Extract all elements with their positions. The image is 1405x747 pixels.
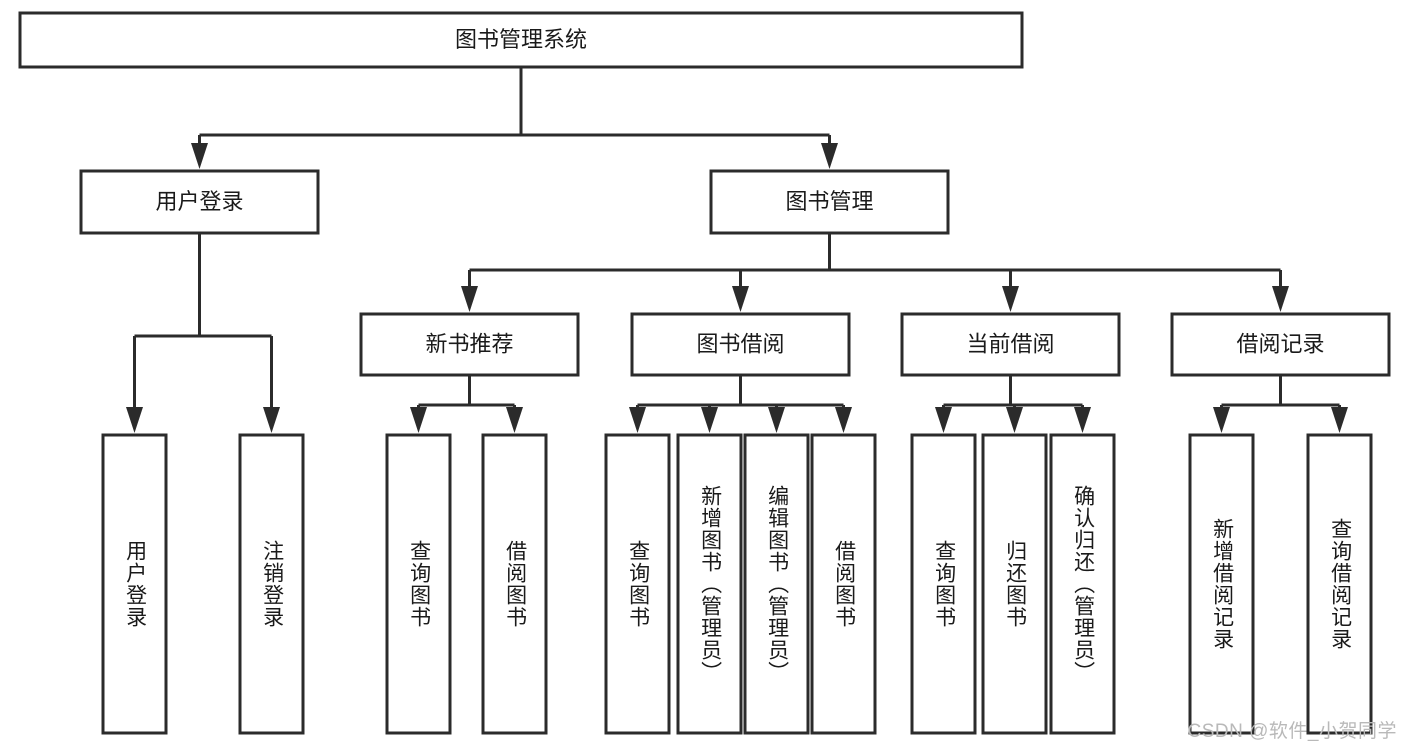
node-leaf-query-record[interactable] <box>1306 433 1373 735</box>
connector-group <box>191 67 838 169</box>
node-root-root[interactable]: 图书管理系统 <box>18 11 1024 69</box>
node-leaf-query-book-2[interactable] <box>604 433 671 735</box>
node-label: 图书管理 <box>785 189 873 214</box>
arrow-head-icon <box>506 407 523 433</box>
arrow-head-icon <box>768 407 785 433</box>
arrow-head-icon <box>629 407 646 433</box>
connector-group <box>126 233 280 433</box>
node-current-borrow[interactable]: 当前借阅 <box>900 312 1121 377</box>
connectors-layer <box>126 67 1348 433</box>
connector-group <box>461 233 1289 312</box>
node-label: 图书管理系统 <box>455 27 587 52</box>
arrow-head-icon <box>1213 407 1230 433</box>
node-leaf-add-book[interactable] <box>676 433 743 735</box>
connector-group <box>629 375 852 433</box>
node-label: 当前借阅 <box>966 331 1054 356</box>
node-book-borrow[interactable]: 图书借阅 <box>630 312 851 377</box>
arrow-head-icon <box>1002 286 1019 312</box>
node-leaf-confirm-return[interactable] <box>1049 433 1116 735</box>
node-label: 用户登录 <box>155 189 243 214</box>
node-leaf-add-record[interactable] <box>1188 433 1255 735</box>
arrow-head-icon <box>1006 407 1023 433</box>
node-leaf-query-book-1[interactable] <box>385 433 452 735</box>
node-label: 图书借阅 <box>696 331 784 356</box>
watermark-text: CSDN @软件_小贺同学 <box>1187 721 1397 742</box>
connector-group <box>410 375 523 433</box>
arrow-head-icon <box>410 407 427 433</box>
arrow-head-icon <box>1074 407 1091 433</box>
arrow-head-icon <box>732 286 749 312</box>
connector-group <box>935 375 1091 433</box>
arrow-head-icon <box>461 286 478 312</box>
connector-group <box>1213 375 1348 433</box>
arrow-head-icon <box>1272 286 1289 312</box>
arrow-head-icon <box>935 407 952 433</box>
node-leaf-borrow-book-1[interactable] <box>481 433 548 735</box>
arrow-head-icon <box>701 407 718 433</box>
arrow-head-icon <box>1331 407 1348 433</box>
arrow-head-icon <box>835 407 852 433</box>
arrow-head-icon <box>821 143 838 169</box>
arrow-head-icon <box>191 143 208 169</box>
arrow-head-icon <box>263 407 280 433</box>
node-leaf-edit-book[interactable] <box>743 433 810 735</box>
node-leaf-query-book-3[interactable] <box>910 433 977 735</box>
node-borrow-record[interactable]: 借阅记录 <box>1170 312 1391 377</box>
arrow-head-icon <box>126 407 143 433</box>
node-leaf-logout[interactable] <box>238 433 305 735</box>
node-leaf-user-login[interactable] <box>101 433 168 735</box>
node-leaf-borrow-book-2[interactable] <box>810 433 877 735</box>
node-new-book-recommend[interactable]: 新书推荐 <box>359 312 580 377</box>
node-leaf-return-book[interactable] <box>981 433 1048 735</box>
node-label: 借阅记录 <box>1236 331 1324 356</box>
node-label: 新书推荐 <box>425 331 513 356</box>
node-book-management[interactable]: 图书管理 <box>709 169 950 235</box>
node-user-login[interactable]: 用户登录 <box>79 169 320 235</box>
